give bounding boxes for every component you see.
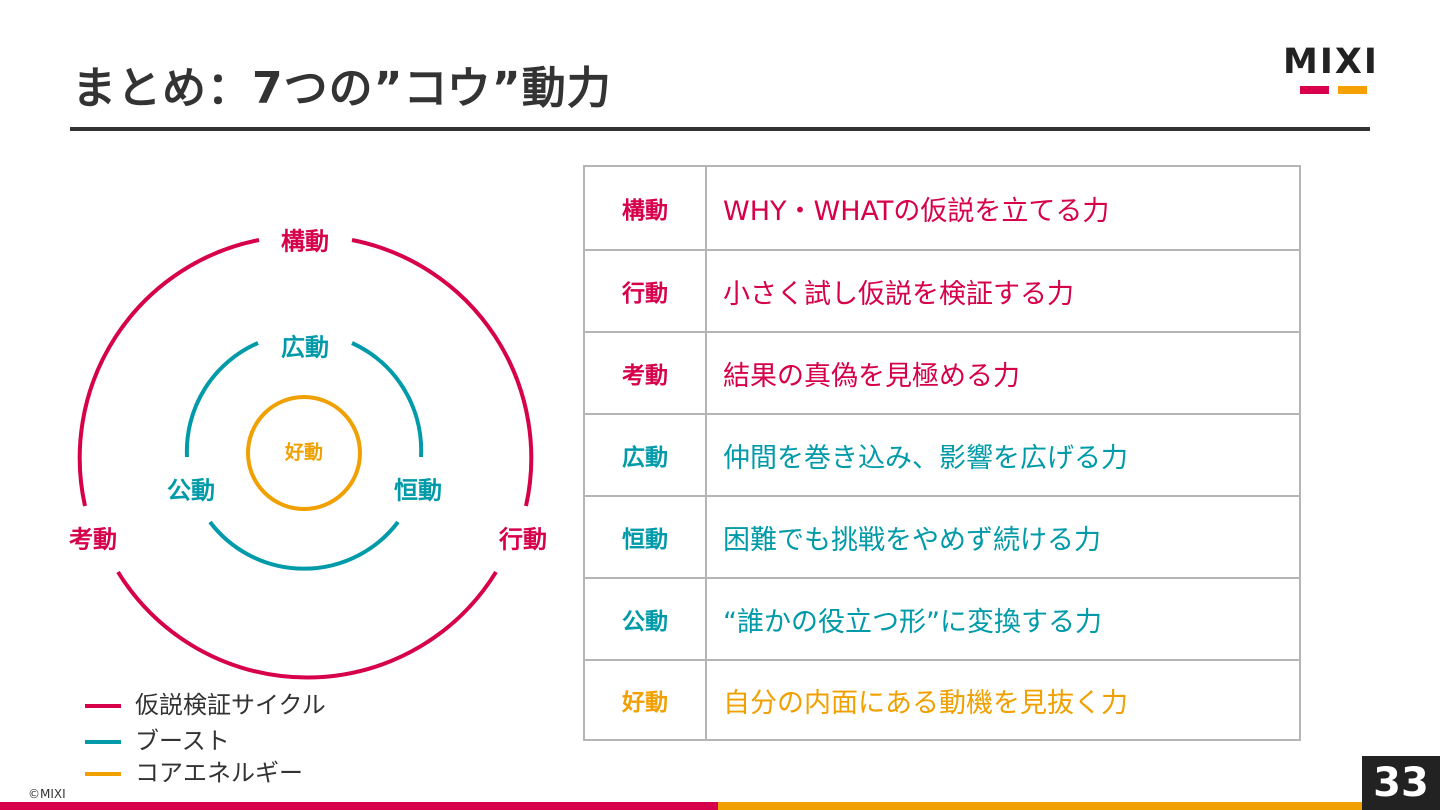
logo-bar-pink — [1300, 86, 1329, 94]
bottom-color-bar — [0, 802, 1362, 810]
row-name: 好動 — [585, 661, 707, 739]
legend-swatch-orange — [85, 772, 121, 776]
row-description: 結果の真偽を見極める力 — [723, 360, 1020, 392]
row-description: 仲間を巻き込み、影響を広げる力 — [723, 442, 1128, 474]
label-kodo-persist: 恒動 — [394, 476, 442, 505]
logo-text: MIXI — [1283, 42, 1379, 82]
row-name: 行動 — [585, 251, 707, 331]
table-row: 行動 小さく試し仮説を検証する力 — [585, 251, 1299, 333]
diagram-rings — [77, 238, 534, 680]
row-description: WHY・WHATの仮説を立てる力 — [723, 195, 1110, 227]
logo-bar-orange — [1338, 86, 1367, 94]
legend-swatch-pink — [85, 704, 121, 708]
legend-label: 仮説検証サイクル — [135, 691, 326, 719]
row-name: 考動 — [585, 333, 707, 413]
page-number: 33 — [1362, 756, 1440, 810]
label-kodo-consider: 考動 — [69, 525, 117, 554]
bottom-bar-orange — [718, 802, 1362, 810]
label-kodo-action: 行動 — [499, 525, 547, 554]
outer-ring-arc-bottom — [116, 570, 498, 680]
row-name: 恒動 — [585, 497, 707, 577]
table-row: 好動 自分の内面にある動機を見抜く力 — [585, 661, 1299, 739]
row-description: 小さく試し仮説を検証する力 — [723, 278, 1074, 310]
copyright: ©MIXI — [28, 787, 66, 801]
middle-ring-arc-right — [351, 341, 424, 458]
table-row: 恒動 困難でも挑戦をやめず続ける力 — [585, 497, 1299, 579]
legend-swatch-teal — [85, 740, 121, 744]
row-name: 公動 — [585, 579, 707, 659]
row-description: 困難でも挑戦をやめず続ける力 — [723, 524, 1101, 556]
table-row: 構動 WHY・WHATの仮説を立てる力 — [585, 167, 1299, 251]
row-name: 広動 — [585, 415, 707, 495]
title-divider — [70, 127, 1370, 131]
middle-ring-arc-left — [184, 341, 259, 458]
outer-ring-arc-top-left — [77, 238, 260, 507]
label-kodo-structure: 構動 — [281, 227, 329, 256]
table-row: 広動 仲間を巻き込み、影響を広げる力 — [585, 415, 1299, 497]
row-description: 自分の内面にある動機を見抜く力 — [723, 687, 1128, 719]
kodoryoku-diagram: 構動 考動 行動 広動 公動 恒動 好動 — [0, 180, 580, 700]
core-ring — [246, 395, 362, 511]
legend-label: ブースト — [135, 727, 230, 755]
table-row: 公動 “誰かの役立つ形”に変換する力 — [585, 579, 1299, 661]
row-name: 構動 — [585, 167, 707, 249]
kodoryoku-table: 構動 WHY・WHATの仮説を立てる力 行動 小さく試し仮説を検証する力 考動 … — [583, 165, 1301, 741]
label-kodo-public: 公動 — [167, 476, 215, 505]
middle-ring-arc-bottom — [208, 520, 400, 571]
mixi-logo: MIXI — [1283, 44, 1381, 96]
page-title: まとめ：7つの”コウ”動力 — [72, 63, 612, 114]
bottom-bar-pink — [0, 802, 718, 810]
table-row: 考動 結果の真偽を見極める力 — [585, 333, 1299, 415]
label-kodo-spread: 広動 — [281, 333, 329, 362]
outer-ring-arc-top-right — [351, 238, 534, 507]
label-kodo-like: 好動 — [284, 441, 324, 464]
legend-label: コアエネルギー — [135, 759, 303, 787]
row-description: “誰かの役立つ形”に変換する力 — [723, 606, 1102, 638]
